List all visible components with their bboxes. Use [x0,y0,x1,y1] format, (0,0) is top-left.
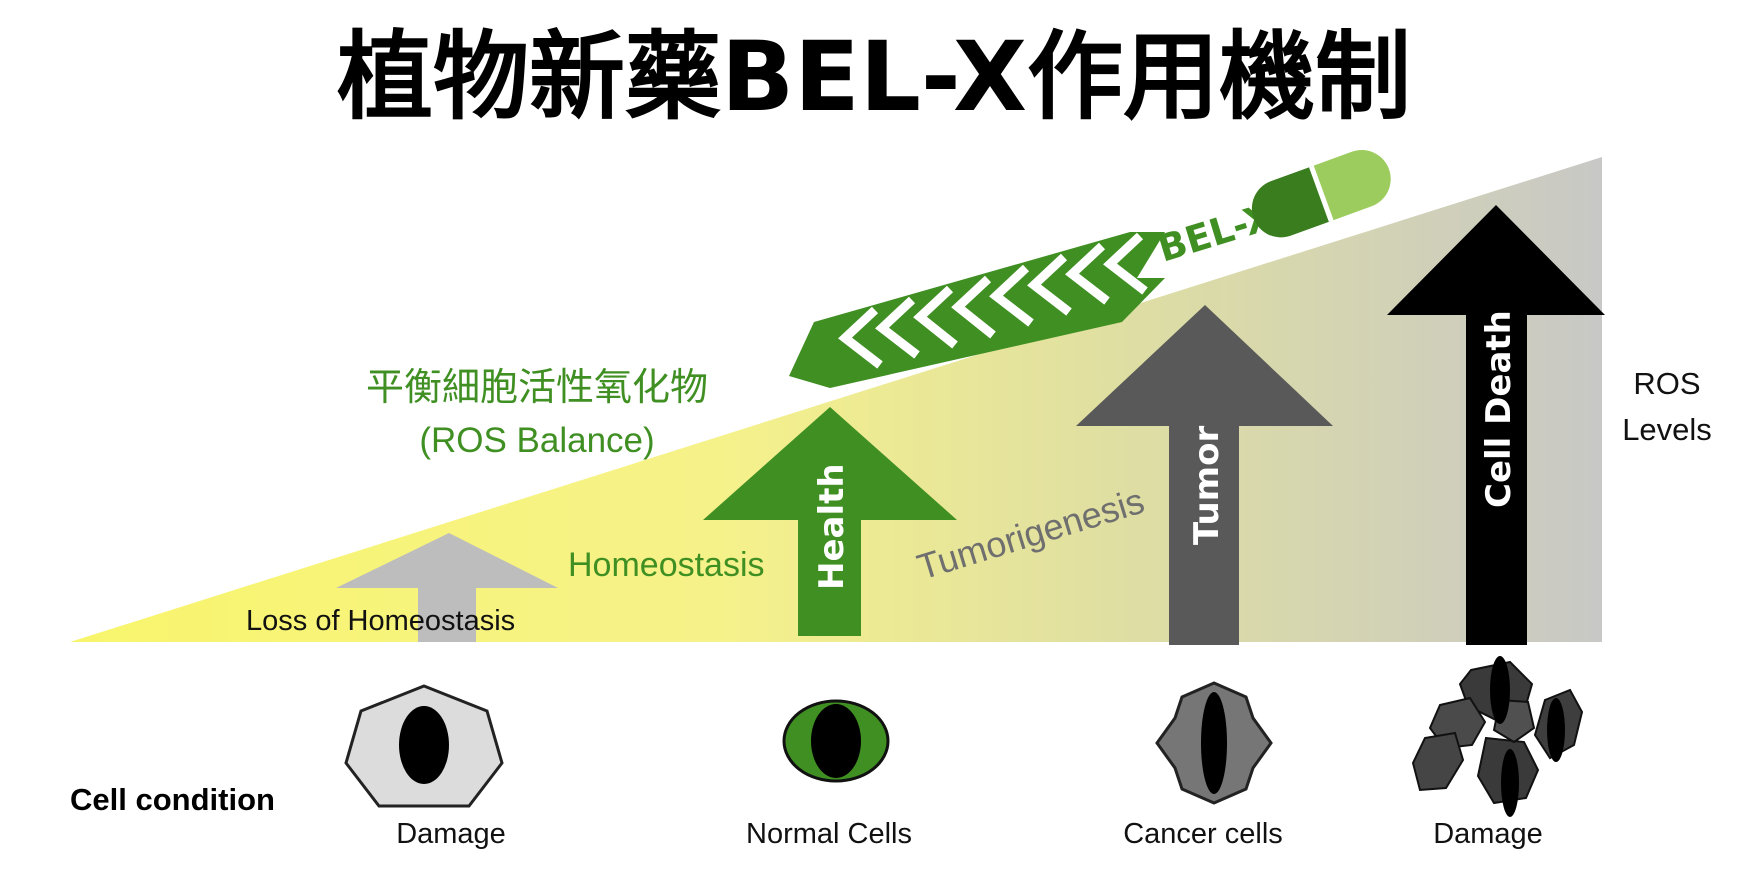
capsule-icon [1251,150,1391,238]
cell-death-arrow-label: Cell Death [1479,310,1519,508]
chevron-mark [875,296,920,359]
bel-x-chevron-band [789,232,1165,388]
chevron-mark [1027,253,1072,316]
ros-levels-line1: ROS [1633,366,1700,401]
loss-of-homeostasis-arrow [336,533,558,642]
cell-caption-cancer: Cancer cells [1123,818,1283,850]
chevron-mark [989,264,1034,327]
ros-levels-line2: Levels [1622,412,1712,447]
tumor-arrow [1076,305,1333,645]
health-arrow-label: Health [812,463,852,590]
health-arrow [703,407,957,636]
chevron-mark [1103,232,1148,295]
page-title: 植物新藥BEL-X作用機制 [337,21,1411,133]
chevron-mark [913,285,958,349]
cell-caption-normal: Normal Cells [746,818,912,850]
normal-cell-icon [782,699,890,783]
cancer-cell-icon [1155,681,1273,805]
cell-death-arrow [1387,205,1605,645]
ros-balance-cn: 平衡細胞活性氧化物 [366,365,708,409]
chevron-mark [1065,242,1110,305]
tumor-arrow-label: Tumor [1187,426,1227,545]
dead-cell-fragments-icon [1411,656,1584,817]
cell-caption-damage-2: Damage [1433,818,1543,850]
ros-balance-en: (ROS Balance) [419,421,654,460]
cell-condition-label: Cell condition [70,782,275,817]
chevron-mark [838,306,883,369]
loss-of-homeostasis-label: Loss of Homeostasis [246,605,515,637]
cell-caption-damage-1: Damage [396,818,506,850]
damaged-cell-icon [344,684,504,808]
homeostasis-label: Homeostasis [568,546,765,584]
chevron-mark [951,275,996,339]
